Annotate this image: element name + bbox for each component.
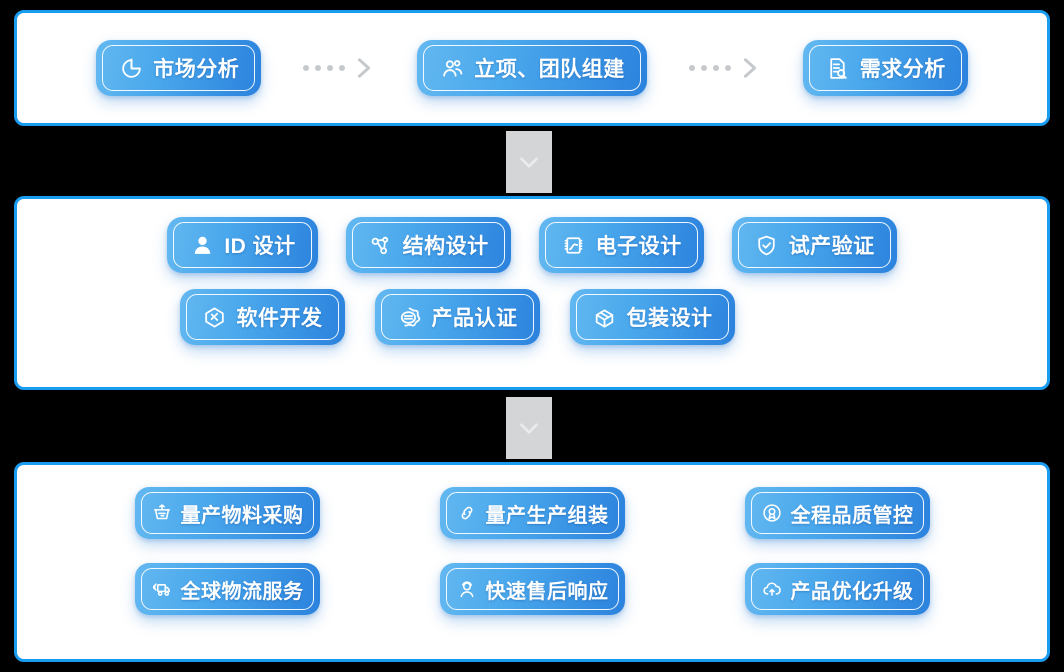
pill-label: 试产验证: [788, 235, 875, 258]
pill-label: 需求分析: [859, 58, 946, 81]
process-pill[interactable]: 需求分析: [802, 40, 968, 96]
process-pill[interactable]: 量产生产组装: [439, 487, 625, 539]
pill-label: 结构设计: [402, 235, 489, 258]
pill-label: 电子设计: [595, 235, 682, 258]
pill-label: 立项、团队组建: [474, 58, 625, 81]
chevron-down-icon: [516, 149, 542, 175]
pie-chart-icon: [118, 55, 144, 81]
pill-label: 快速售后响应: [485, 580, 609, 603]
connector-dot: [303, 65, 310, 71]
pill-label: 全球物流服务: [180, 580, 304, 603]
flow-connector: [688, 53, 761, 83]
process-pill[interactable]: 电子设计: [538, 217, 704, 273]
process-pill[interactable]: 软件开发: [179, 289, 345, 345]
pill-label: 全程品质管控: [790, 504, 914, 527]
pill-label: 包装设计: [626, 307, 713, 330]
package-box-icon: [592, 304, 618, 330]
chip-icon: [561, 232, 587, 258]
chain-link-icon: [456, 502, 479, 525]
process-pill[interactable]: ID 设计: [167, 217, 318, 273]
pill-label: 产品认证: [431, 307, 518, 330]
process-pill[interactable]: 全球物流服务: [134, 563, 320, 615]
shopping-cart-icon: [151, 502, 174, 525]
pill-label: 市场分析: [153, 58, 240, 81]
pill-row-production: 量产物料采购 量产生产组装 全程品质管控: [17, 465, 1047, 539]
process-pill[interactable]: 全程品质管控: [744, 487, 930, 539]
team-users-icon: [439, 55, 465, 81]
connector-dot: [724, 65, 731, 71]
connector-dot: [339, 65, 346, 71]
connector-dot: [688, 65, 695, 71]
support-agent-icon: [456, 578, 479, 601]
vertical-connector-2: [506, 397, 552, 459]
pill-label: 产品优化升级: [790, 580, 914, 603]
pill-row-planning: 市场分析 立项、团队组建 需求分析: [17, 13, 1047, 123]
process-pill[interactable]: 快速售后响应: [439, 563, 625, 615]
process-pill[interactable]: 产品认证: [374, 289, 540, 345]
process-pill[interactable]: 量产物料采购: [134, 487, 320, 539]
connector-dot: [700, 65, 707, 71]
shield-check-icon: [754, 232, 780, 258]
process-pill[interactable]: 市场分析: [96, 40, 262, 96]
chevron-right-icon: [353, 53, 375, 83]
delivery-truck-icon: [151, 578, 174, 601]
process-pill[interactable]: 结构设计: [345, 217, 511, 273]
quality-award-icon: [761, 502, 784, 525]
process-pill[interactable]: 包装设计: [569, 289, 735, 345]
pill-row-service: 全球物流服务 快速售后响应 产品优化升级: [17, 539, 1047, 615]
process-pill[interactable]: 试产验证: [731, 217, 897, 273]
flow-connector: [303, 53, 375, 83]
certification-stamp-icon: [397, 304, 423, 330]
chevron-down-icon: [516, 415, 542, 441]
connector-dot: [712, 65, 719, 71]
connector-dot: [315, 65, 322, 71]
cloud-upload-icon: [761, 578, 784, 601]
pill-label: ID 设计: [224, 235, 296, 258]
node-graph-icon: [368, 232, 394, 258]
document-search-icon: [825, 55, 851, 81]
section-development: ID 设计 结构设计 电子设计 试产验证 软件开发 产品认证 包装设计: [14, 196, 1050, 390]
pill-label: 量产生产组装: [485, 504, 609, 527]
pill-row-design: ID 设计 结构设计 电子设计 试产验证: [17, 199, 1047, 273]
process-pill[interactable]: 立项、团队组建: [417, 40, 647, 96]
section-mass-production: 量产物料采购 量产生产组装 全程品质管控 全球物流服务 快速售后响应 产品优化升级: [14, 462, 1050, 662]
pill-row-build: 软件开发 产品认证 包装设计: [17, 273, 1047, 345]
pill-label: 软件开发: [236, 307, 323, 330]
vertical-connector-1: [506, 131, 552, 193]
person-icon: [189, 232, 215, 258]
cube-code-icon: [202, 304, 228, 330]
connector-dot: [327, 65, 334, 71]
chevron-right-icon: [739, 53, 761, 83]
process-pill[interactable]: 产品优化升级: [744, 563, 930, 615]
pill-label: 量产物料采购: [180, 504, 304, 527]
section-planning: 市场分析 立项、团队组建 需求分析: [14, 10, 1050, 126]
